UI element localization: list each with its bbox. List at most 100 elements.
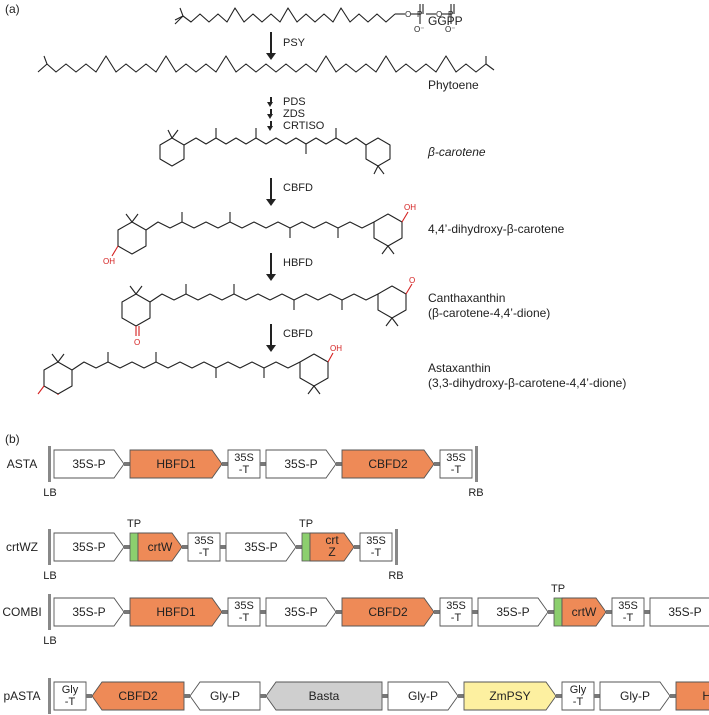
linker: [222, 462, 228, 466]
promoter-35s-p: [53, 532, 125, 562]
reaction-arrow: [267, 97, 273, 107]
compound-label-phytoene: Phytoene: [428, 78, 479, 92]
dihydroxy-carotene-structure: [117, 212, 403, 255]
linker: [124, 610, 130, 614]
gene-cbfd2-label: CBFD2: [368, 605, 408, 619]
linker: [222, 610, 228, 614]
construct-name-asta: ASTA: [7, 457, 37, 471]
gene-zmpsy: [463, 681, 557, 711]
linker: [606, 610, 612, 614]
linker: [556, 694, 562, 698]
linker: [182, 545, 188, 549]
terminator-35s-t: [227, 449, 261, 479]
enzyme-label-crtiso: CRTISO: [283, 120, 325, 132]
terminator-35s-t: [227, 597, 261, 627]
transit-peptide: [301, 532, 311, 562]
linker: [354, 545, 360, 549]
terminator-35s-t: [359, 532, 393, 562]
gene-hbfd1: [129, 597, 223, 627]
terminator-35s-t: [611, 597, 645, 627]
enzyme-label-psy: PSY: [283, 37, 306, 49]
promoter-gly-p: [387, 681, 459, 711]
compound-label-astaxanthin-iupac: (3,3-dihydroxy-β-carotene-4,4’-dione): [428, 376, 627, 390]
enzyme-label-zds: ZDS: [283, 108, 305, 120]
promoter-35s-p: [265, 597, 337, 627]
compound-label-dihydroxy: 4,4’-dihydroxy-β-carotene: [428, 222, 565, 236]
gene-crtw: [561, 597, 607, 627]
linker: [184, 694, 190, 698]
linker: [260, 694, 266, 698]
terminator-35s-t-label: 35S-T: [194, 535, 214, 559]
oxygen-atom: O: [134, 338, 140, 347]
linker: [594, 694, 600, 698]
terminator-35s-t: [439, 449, 473, 479]
terminator-35s-t: [187, 532, 221, 562]
promoter-35s-p-label: 35S-P: [284, 605, 317, 619]
terminator-35s-t-label: 35S-T: [446, 600, 466, 624]
terminator-35s-t-label: 35S-T: [234, 452, 254, 476]
gene-hbfd1-label: HBFD1: [156, 457, 196, 471]
linker: [458, 694, 464, 698]
compound-label-beta-carotene: β-carotene: [428, 145, 486, 159]
gene-cbfd2-label: CBFD2: [368, 457, 408, 471]
linker: [670, 694, 676, 698]
transit-peptide: [553, 597, 563, 627]
transit-peptide-label: TP: [299, 518, 313, 530]
left-border-mark: [48, 446, 51, 482]
ggpp-structure: [174, 4, 455, 25]
terminator-gly-t: [53, 681, 87, 711]
marker-basta-label: Basta: [309, 689, 340, 703]
linker: [382, 694, 388, 698]
canthaxanthin-structure: [121, 284, 407, 327]
phosphorus-atom: P: [417, 10, 422, 19]
compound-label-astaxanthin: Astaxanthin: [428, 361, 491, 375]
terminator-gly-t-label: Gly-T: [570, 684, 587, 708]
enzyme-label-cbfd-2: CBFD: [283, 328, 313, 340]
left-border-mark: [48, 678, 51, 714]
left-border-mark: [48, 594, 51, 630]
promoter-gly-p-label: Gly-P: [210, 689, 240, 703]
reaction-arrow: [266, 324, 276, 352]
gene-crtz: [309, 532, 355, 562]
terminator-35s-t-label: 35S-T: [446, 452, 466, 476]
promoter-35s-p: [477, 597, 549, 627]
gene-hbfd1-label: HBFD1: [702, 689, 709, 703]
gene-hbfd1: [675, 681, 709, 711]
terminator-35s-t: [439, 597, 473, 627]
promoter-35s-p-label: 35S-P: [72, 605, 105, 619]
gene-hbfd1-label: HBFD1: [156, 605, 196, 619]
oxygen-atom: O: [409, 276, 415, 285]
oh-atom: OH: [330, 344, 342, 353]
terminator-gly-t-label: Gly-T: [62, 684, 79, 708]
reaction-arrow: [267, 109, 273, 119]
gene-hbfd1: [129, 449, 223, 479]
oxygen-atom: O: [436, 10, 442, 19]
enzyme-label-cbfd: CBFD: [283, 182, 313, 194]
enzyme-label-hbfd: HBFD: [283, 257, 313, 269]
construct-name-pasta: pASTA: [3, 689, 40, 703]
promoter-35s-p: [53, 597, 125, 627]
oh-atom: OH: [404, 203, 416, 212]
linker: [336, 462, 342, 466]
gene-crtw-label: crtW: [572, 605, 597, 619]
beta-carotene-structure: [159, 128, 391, 175]
promoter-35s-p: [265, 449, 337, 479]
gene-crtw-label: crtW: [148, 540, 173, 554]
promoter-35s-p: [225, 532, 297, 562]
promoter-35s-p: [649, 597, 709, 627]
construct-name-combi: COMBI: [2, 605, 41, 619]
promoter-35s-p: [53, 449, 125, 479]
compound-label-ggpp: GGPP: [428, 14, 463, 28]
promoter-35s-p-label: 35S-P: [244, 540, 277, 554]
transit-peptide-label: TP: [551, 583, 565, 595]
promoter-35s-p-label: 35S-P: [284, 457, 317, 471]
linker: [86, 694, 92, 698]
lb-label: LB: [43, 570, 56, 582]
reaction-arrow: [267, 121, 273, 131]
promoter-gly-p-label: Gly-P: [620, 689, 650, 703]
gene-zmpsy-label: ZmPSY: [489, 689, 530, 703]
promoter-35s-p-label: 35S-P: [496, 605, 529, 619]
panel-a-label: (a): [5, 2, 20, 16]
linker: [220, 545, 226, 549]
linker: [548, 610, 554, 614]
